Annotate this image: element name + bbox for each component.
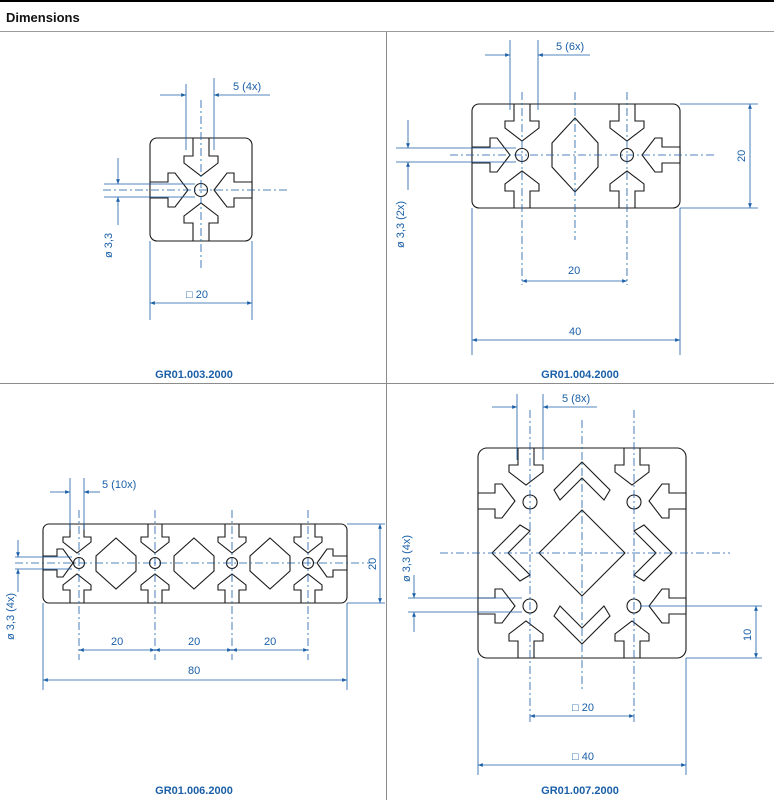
hole-pitch-dimension: 20 [264,636,276,648]
horizontal-divider [0,383,774,384]
height-dimension: 20 [736,150,748,162]
hole-pitch-dimension: □ 20 [572,702,594,714]
width-dimension: 80 [188,665,200,677]
hole-diameter-dimension: ø 3,3 [103,233,115,258]
offset-dimension: 10 [742,629,754,641]
profile-drawing-40x40: 5 (8x) ø 3,3 (4x) 10 □ 20 □ 40 [401,393,762,775]
section-header: Dimensions [0,0,774,32]
hole-pitch-dimension: 20 [568,265,580,277]
profile-drawing-20x40: 5 (6x) ø 3,3 (2x) 20 20 40 [395,40,758,355]
height-dimension: 20 [367,558,379,570]
slot-width-dimension: 5 (4x) [233,81,261,93]
slot-width-dimension: 5 (10x) [102,479,136,491]
profile-outline [471,103,681,209]
profile-size-dimension: □ 40 [572,751,594,763]
part-number-label: GR01.003.2000 [155,369,233,381]
width-dimension: 40 [569,326,581,338]
slot-width-dimension: 5 (8x) [562,393,590,405]
profile-size-dimension: □ 20 [186,289,208,301]
section-title: Dimensions [6,10,80,25]
hole-diameter-dimension: ø 3,3 (4x) [5,593,17,640]
slot-width-dimension: 5 (6x) [556,41,584,53]
hole-pitch-dimension: 20 [188,636,200,648]
profile-drawing-20x20: 5 (4x) ø 3,3 □ 20 [103,78,290,320]
part-number-label: GR01.004.2000 [541,369,619,381]
hole-diameter-dimension: ø 3,3 (4x) [401,535,413,582]
part-number-label: GR01.007.2000 [541,785,619,797]
part-number-label: GR01.006.2000 [155,785,233,797]
profile-drawing-20x80: 5 (10x) ø 3,3 (4x) 20 20 20 20 80 [5,478,385,690]
hole-pitch-dimension: 20 [111,636,123,648]
vertical-divider [386,32,387,800]
profile-outline [42,523,348,604]
hole-diameter-dimension: ø 3,3 (2x) [395,201,407,248]
